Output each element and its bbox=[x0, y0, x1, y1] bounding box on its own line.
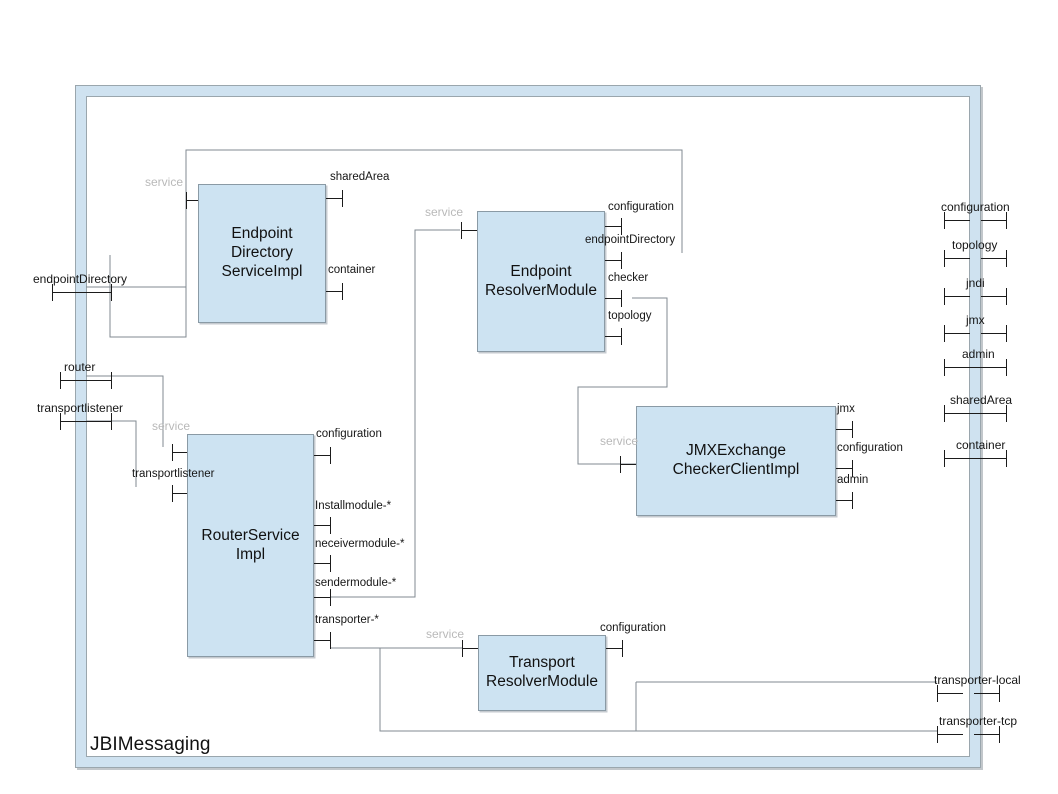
port-label-rsi-sendermodule: sendermodule-* bbox=[315, 577, 397, 589]
frame-port-label-endpointDirectory: endpointDirectory bbox=[33, 272, 128, 286]
frame-port-label-router: router bbox=[64, 360, 96, 374]
port-label-rsi-transporter: transporter-* bbox=[315, 614, 379, 626]
port-label-eds-service: service bbox=[145, 175, 184, 189]
frame-port-label-topology: topology bbox=[952, 238, 998, 252]
component-endpoint-resolver-module[interactable]: Endpoint ResolverModule bbox=[477, 211, 605, 352]
port-label-eds-sharedArea: sharedArea bbox=[330, 171, 390, 183]
port-label-rsi-transportlistener: transportlistener bbox=[132, 468, 215, 480]
port-label-erm-configuration: configuration bbox=[608, 201, 674, 213]
frame-port-label-jmx: jmx bbox=[966, 313, 985, 327]
port-label-trm-service: service bbox=[426, 627, 465, 641]
port-label-erm-checker: checker bbox=[608, 272, 649, 284]
port-label-jmx-service: service bbox=[600, 434, 639, 448]
port-label-trm-configuration: configuration bbox=[600, 622, 666, 634]
frame-port-label-transportlistener: transportlistener bbox=[37, 401, 124, 415]
port-label-eds-container: container bbox=[328, 264, 376, 276]
frame-port-label-container: container bbox=[956, 438, 1006, 452]
component-transport-resolver-module[interactable]: Transport ResolverModule bbox=[478, 635, 606, 711]
port-label-rsi-receivermodule: neceivermodule-* bbox=[315, 538, 405, 550]
component-endpoint-directory-service-impl[interactable]: Endpoint Directory ServiceImpl bbox=[198, 184, 326, 323]
port-label-rsi-service: service bbox=[152, 419, 191, 433]
frame-port-label-sharedArea: sharedArea bbox=[950, 393, 1013, 407]
port-label-jmx-admin: admin bbox=[837, 474, 869, 486]
port-label-erm-topology: topology bbox=[608, 310, 652, 322]
port-label-rsi-installmodule: Installmodule-* bbox=[315, 500, 392, 512]
frame-port-label-admin: admin bbox=[962, 347, 995, 361]
port-label-erm-service: service bbox=[425, 205, 464, 219]
component-jmx-exchange-checker-client-impl[interactable]: JMXExchange CheckerClientImpl bbox=[636, 406, 836, 516]
frame-port-label-transporter-local: transporter-local bbox=[934, 673, 1021, 687]
frame-port-label-transporter-tcp: transporter-tcp bbox=[939, 714, 1018, 728]
port-label-rsi-configuration: configuration bbox=[316, 428, 382, 440]
port-label-jmx-jmx: jmx bbox=[837, 403, 855, 415]
component-label: Transport ResolverModule bbox=[486, 654, 598, 690]
component-label: Endpoint ResolverModule bbox=[485, 262, 597, 299]
component-label: Endpoint Directory ServiceImpl bbox=[221, 225, 303, 280]
frame-port-label-configuration: configuration bbox=[941, 200, 1010, 214]
frame-title: JBIMessaging bbox=[90, 734, 211, 755]
port-label-jmx-configuration: configuration bbox=[837, 442, 903, 454]
frame-port-label-jndi: jndi bbox=[966, 276, 985, 290]
component-label: JMXExchange CheckerClientImpl bbox=[672, 442, 800, 478]
component-router-service-impl[interactable]: RouterService Impl bbox=[187, 434, 314, 657]
component-label: RouterService Impl bbox=[201, 526, 300, 563]
port-label-erm-endpointDirectory: endpointDirectory bbox=[585, 234, 676, 246]
